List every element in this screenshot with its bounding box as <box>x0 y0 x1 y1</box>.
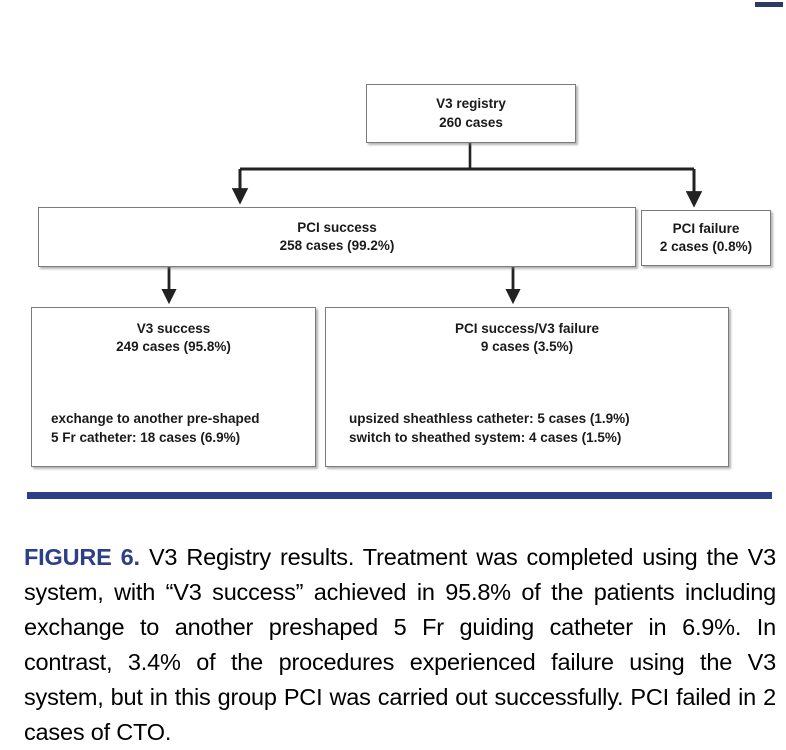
node-pci-success-title: PCI success 258 cases (99.2%) <box>280 219 395 255</box>
page-top-marker <box>755 2 783 7</box>
node-pci-success-v3-failure-line2: 9 cases (3.5%) <box>480 339 574 355</box>
node-pci-success-v3-failure-line1: PCI success/V3 failure <box>454 321 600 336</box>
node-pci-success-v3-failure-detail1: upsized sheathless catheter: 5 cases (1.… <box>349 410 630 426</box>
node-v3-success-title: V3 success 249 cases (95.8%) <box>45 320 302 356</box>
node-v3-registry-line1: V3 registry <box>436 96 506 112</box>
node-v3-registry: V3 registry 260 cases <box>366 84 576 143</box>
node-v3-success-detail2: 5 Fr catheter: 18 cases (6.9%) <box>51 430 241 446</box>
node-pci-success: PCI success 258 cases (99.2%) <box>38 207 636 267</box>
node-pci-success-v3-failure-detail: upsized sheathless catheter: 5 cases (1.… <box>339 409 630 456</box>
node-pci-failure-title: PCI failure 2 cases (0.8%) <box>660 220 752 256</box>
node-pci-failure-line2: 2 cases (0.8%) <box>659 239 753 254</box>
figure-caption-text: V3 Registry results. Treatment was compl… <box>24 543 776 745</box>
node-pci-success-v3-failure-detail2: switch to sheathed system: 4 cases (1.5%… <box>349 430 622 446</box>
node-v3-success-detail1: exchange to another pre-shaped <box>51 410 260 426</box>
node-v3-success-line2: 249 cases (95.8%) <box>116 339 231 355</box>
flowchart: V3 registry 260 cases PCI success 258 ca… <box>31 84 771 467</box>
caption-rule <box>27 492 772 499</box>
node-pci-failure-line1: PCI failure <box>672 220 740 236</box>
node-pci-success-v3-failure: PCI success/V3 failure 9 cases (3.5%) up… <box>325 307 729 467</box>
node-v3-success: V3 success 249 cases (95.8%) exchange to… <box>31 307 316 467</box>
node-v3-registry-line2: 260 cases <box>439 114 503 130</box>
node-pci-failure: PCI failure 2 cases (0.8%) <box>641 210 771 266</box>
node-pci-success-line1: PCI success <box>297 219 377 235</box>
figure-number-label: FIGURE 6. <box>24 543 140 570</box>
node-pci-success-line2: 258 cases (99.2%) <box>279 238 395 253</box>
figure-caption: FIGURE 6. V3 Registry results. Treatment… <box>24 540 776 750</box>
node-v3-success-detail: exchange to another pre-shaped 5 Fr cath… <box>45 409 260 456</box>
node-v3-registry-title: V3 registry 260 cases <box>436 95 506 131</box>
node-v3-success-line1: V3 success <box>136 321 211 336</box>
node-pci-success-v3-failure-title: PCI success/V3 failure 9 cases (3.5%) <box>339 320 715 356</box>
